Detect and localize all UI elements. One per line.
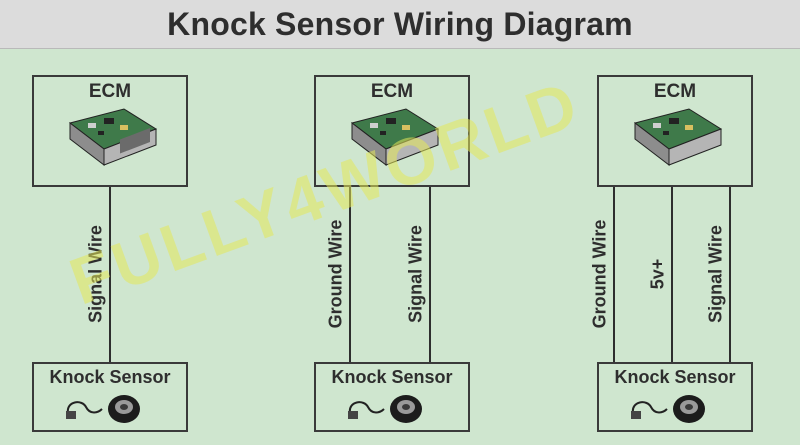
ecm-label: ECM: [88, 81, 132, 102]
ecm-box-2: ECM: [314, 75, 470, 187]
sensor-box-3: Knock Sensor: [597, 362, 753, 432]
wire-label: Ground Wire: [325, 219, 346, 329]
ecm-box-3: ECM: [597, 75, 753, 187]
ecm-module-icon: [633, 108, 723, 167]
wire-label: Signal Wire: [85, 225, 106, 323]
diagram-title: Knock Sensor Wiring Diagram: [167, 5, 633, 42]
title-bar: Knock Sensor Wiring Diagram: [0, 0, 800, 49]
knock-sensor-icon: [631, 395, 705, 423]
wire-5v-3: [671, 187, 673, 362]
knock-sensor-icon: [348, 395, 422, 423]
wire-signal-2: [429, 187, 431, 362]
ecm-label: ECM: [370, 81, 414, 102]
wire-label: Ground Wire: [589, 219, 610, 329]
ecm-module-icon: [68, 108, 158, 167]
sensor-box-2: Knock Sensor: [314, 362, 470, 432]
wire-signal-3: [729, 187, 731, 362]
wire-ground-3: [613, 187, 615, 362]
sensor-box-1: Knock Sensor: [32, 362, 188, 432]
wire-label: Signal Wire: [405, 225, 426, 323]
ecm-box-1: ECM: [32, 75, 188, 187]
sensor-label: Knock Sensor: [49, 367, 171, 387]
ecm-module-icon: [350, 108, 440, 167]
sensor-label: Knock Sensor: [614, 367, 736, 387]
wire-ground-2: [349, 187, 351, 362]
knock-sensor-icon: [66, 395, 140, 423]
wire-label: Signal Wire: [705, 225, 726, 323]
ecm-label: ECM: [653, 81, 697, 102]
wire-signal-1: [109, 187, 111, 362]
sensor-label: Knock Sensor: [331, 367, 453, 387]
wire-label: 5v+: [647, 258, 668, 290]
